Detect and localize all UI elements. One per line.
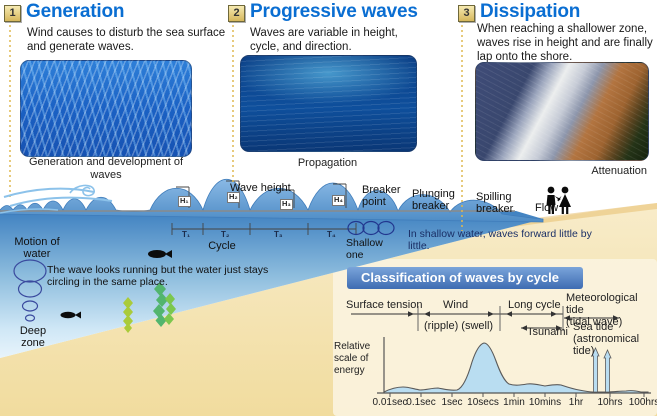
x-tick-1min: 1min xyxy=(503,397,525,408)
met-tide-line2: (tidal wave) xyxy=(566,316,623,329)
photo-propagation xyxy=(240,55,417,152)
t1-label: T₁ xyxy=(182,230,191,239)
classification-title-bar: Classification of waves by cycle xyxy=(347,267,583,289)
sea-tide-label: Sea tide (astronomical tide) xyxy=(573,321,657,357)
shallow-zone-label: Shallow one xyxy=(346,237,383,262)
x-tick-10mins: 10mins xyxy=(528,397,562,408)
section-guide-dotted-lines xyxy=(9,25,463,231)
ripple-swell-label: (ripple) (swell) xyxy=(424,320,494,332)
caption-generation: Generation and development of waves xyxy=(28,156,184,181)
breaker-point-label: Breaker point xyxy=(362,184,401,209)
energy-curve xyxy=(383,342,649,394)
h4-label: H₄ xyxy=(332,195,345,206)
flow-label: Flow xyxy=(535,202,559,214)
t3-label: T₃ xyxy=(274,230,283,239)
sea-tide-line1: Sea tide xyxy=(573,321,614,333)
t4-label: T₄ xyxy=(327,230,336,239)
couple-icon xyxy=(546,186,571,214)
met-tide-line1: Meteorological tide xyxy=(566,292,638,317)
tsunami-label: Tsunami xyxy=(527,326,568,338)
wind-label: Wind xyxy=(443,299,469,311)
deep-zone-label: Deep zone xyxy=(19,325,47,350)
long-cycle-label: Long cycle xyxy=(508,299,561,311)
meteorological-tide-label: Meteorological tide (tidal wave) xyxy=(566,292,657,328)
section-3-number-badge: 3 xyxy=(458,5,475,22)
tide-spike xyxy=(603,349,612,393)
sea-body xyxy=(0,211,543,358)
photo-attenuation xyxy=(475,62,649,161)
circling-note: The wave looks running but the water jus… xyxy=(47,264,269,289)
x-tick-0-1sec: 0.1sec xyxy=(406,397,436,408)
wave-height-label: Wave height xyxy=(230,182,291,194)
section-3-description: When reaching a shallower zone, waves ri… xyxy=(477,23,653,64)
section-1-description: Wind causes to disturb the sea surface a… xyxy=(27,27,226,54)
motion-of-water-label: Motion of water xyxy=(14,236,60,261)
h3-label: H₃ xyxy=(280,199,293,210)
energy-axis-label: Relative scale of energy xyxy=(334,341,371,376)
plunging-breaker-label: Plunging breaker xyxy=(412,188,455,213)
section-2-number-badge: 2 xyxy=(228,5,245,22)
photo-generation xyxy=(20,60,192,157)
x-tick-100hrs: 100hrs xyxy=(628,397,657,408)
tide-spike xyxy=(591,347,600,393)
h1-label: H₁ xyxy=(178,196,191,207)
cycle-scale-arrows xyxy=(351,306,619,331)
classification-panel-bg xyxy=(333,259,657,416)
t2-label: T₂ xyxy=(221,230,230,239)
x-tick-1sec: 1sec xyxy=(441,397,463,408)
spilling-breaker-label: Spilling breaker xyxy=(476,191,514,216)
energy-spectrum-chart xyxy=(377,337,651,397)
x-tick-10hrs: 10hrs xyxy=(597,397,623,408)
section-1-title: Generation xyxy=(26,1,125,22)
wind-swirl-icon xyxy=(0,184,113,214)
x-tick-10secs: 10secs xyxy=(467,397,499,408)
caption-attenuation: Attenuation xyxy=(591,165,647,177)
shallow-orbital-circles xyxy=(347,220,395,236)
seaweed-icon xyxy=(123,282,176,333)
h2-label: H₂ xyxy=(227,192,240,203)
sea-tide-line2: (astronomical tide) xyxy=(573,333,640,358)
x-tick-0-01sec: 0.01sec xyxy=(372,397,408,408)
cycle-label: Cycle xyxy=(208,240,236,252)
surface-tension-label: Surface tension xyxy=(346,299,423,311)
shallow-note: In shallow water, waves forward little b… xyxy=(408,228,592,253)
section-3-title: Dissipation xyxy=(480,1,581,22)
section-1-number-badge: 1 xyxy=(4,5,21,22)
x-tick-1hr: 1hr xyxy=(568,397,584,408)
caption-propagation: Propagation xyxy=(297,157,358,169)
section-2-title: Progressive waves xyxy=(250,1,418,22)
fish-icon xyxy=(60,250,172,319)
section-2-description: Waves are variable in height, cycle, and… xyxy=(250,27,398,54)
wave-measure-brackets xyxy=(171,180,357,235)
orbital-motion-circles xyxy=(13,259,47,322)
chart-ticks xyxy=(389,393,645,397)
